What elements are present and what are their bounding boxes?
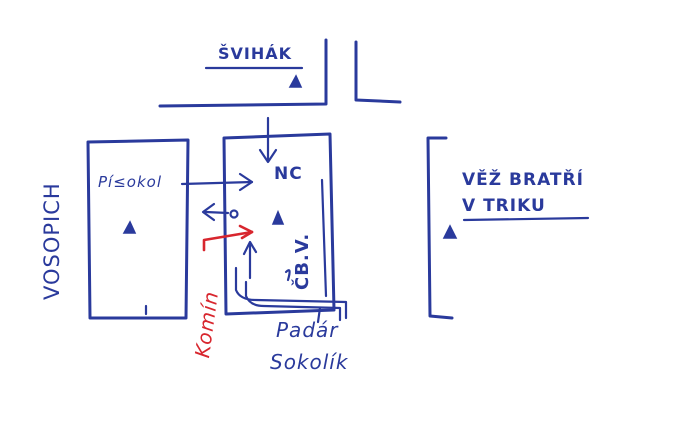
label-vosopich: VOSOPICH	[40, 182, 64, 300]
komin-route-line	[202, 230, 254, 252]
arrow-up-head	[242, 240, 258, 256]
arrow-left-shaft	[204, 210, 230, 215]
label-nc: NC	[274, 164, 303, 184]
padar-leader-line-2	[244, 280, 342, 322]
label-veze-line1: VĚŽ BRATŘÍ	[462, 170, 584, 190]
middle-rock-summit-triangle	[271, 209, 285, 225]
right-rock-bracket	[426, 136, 454, 320]
label-svihak: ŠVIHÁK	[218, 44, 293, 63]
label-veze-line2: V TRIKU	[462, 196, 546, 216]
small-hook	[284, 269, 291, 282]
padar-leader-line-1	[234, 266, 348, 320]
label-padar: Padár	[276, 318, 339, 342]
label-cbv: ČB.V.	[292, 232, 313, 290]
arrow-right-head	[238, 172, 254, 192]
arrow-left-head	[201, 202, 216, 222]
padar-leader-tick	[316, 306, 322, 324]
komin-route-arrowhead	[238, 224, 254, 240]
bolt-circle	[229, 209, 239, 219]
middle-rock-inner-line	[320, 178, 328, 298]
arrow-down-head	[258, 148, 278, 164]
right-rock-summit-triangle	[442, 224, 458, 239]
left-rock-outline	[86, 138, 190, 320]
svihak-summit-triangle	[288, 74, 303, 88]
veze-underline	[462, 216, 590, 222]
corridor-left-line	[158, 38, 328, 108]
corridor-right-line	[354, 40, 402, 104]
arrow-right-shaft	[180, 180, 254, 186]
middle-rock-outline	[222, 132, 336, 316]
left-rock-summit-triangle	[122, 220, 137, 234]
label-pisokol: Pí≤okol	[98, 173, 162, 191]
label-sokolik: Sokolík	[270, 350, 349, 374]
